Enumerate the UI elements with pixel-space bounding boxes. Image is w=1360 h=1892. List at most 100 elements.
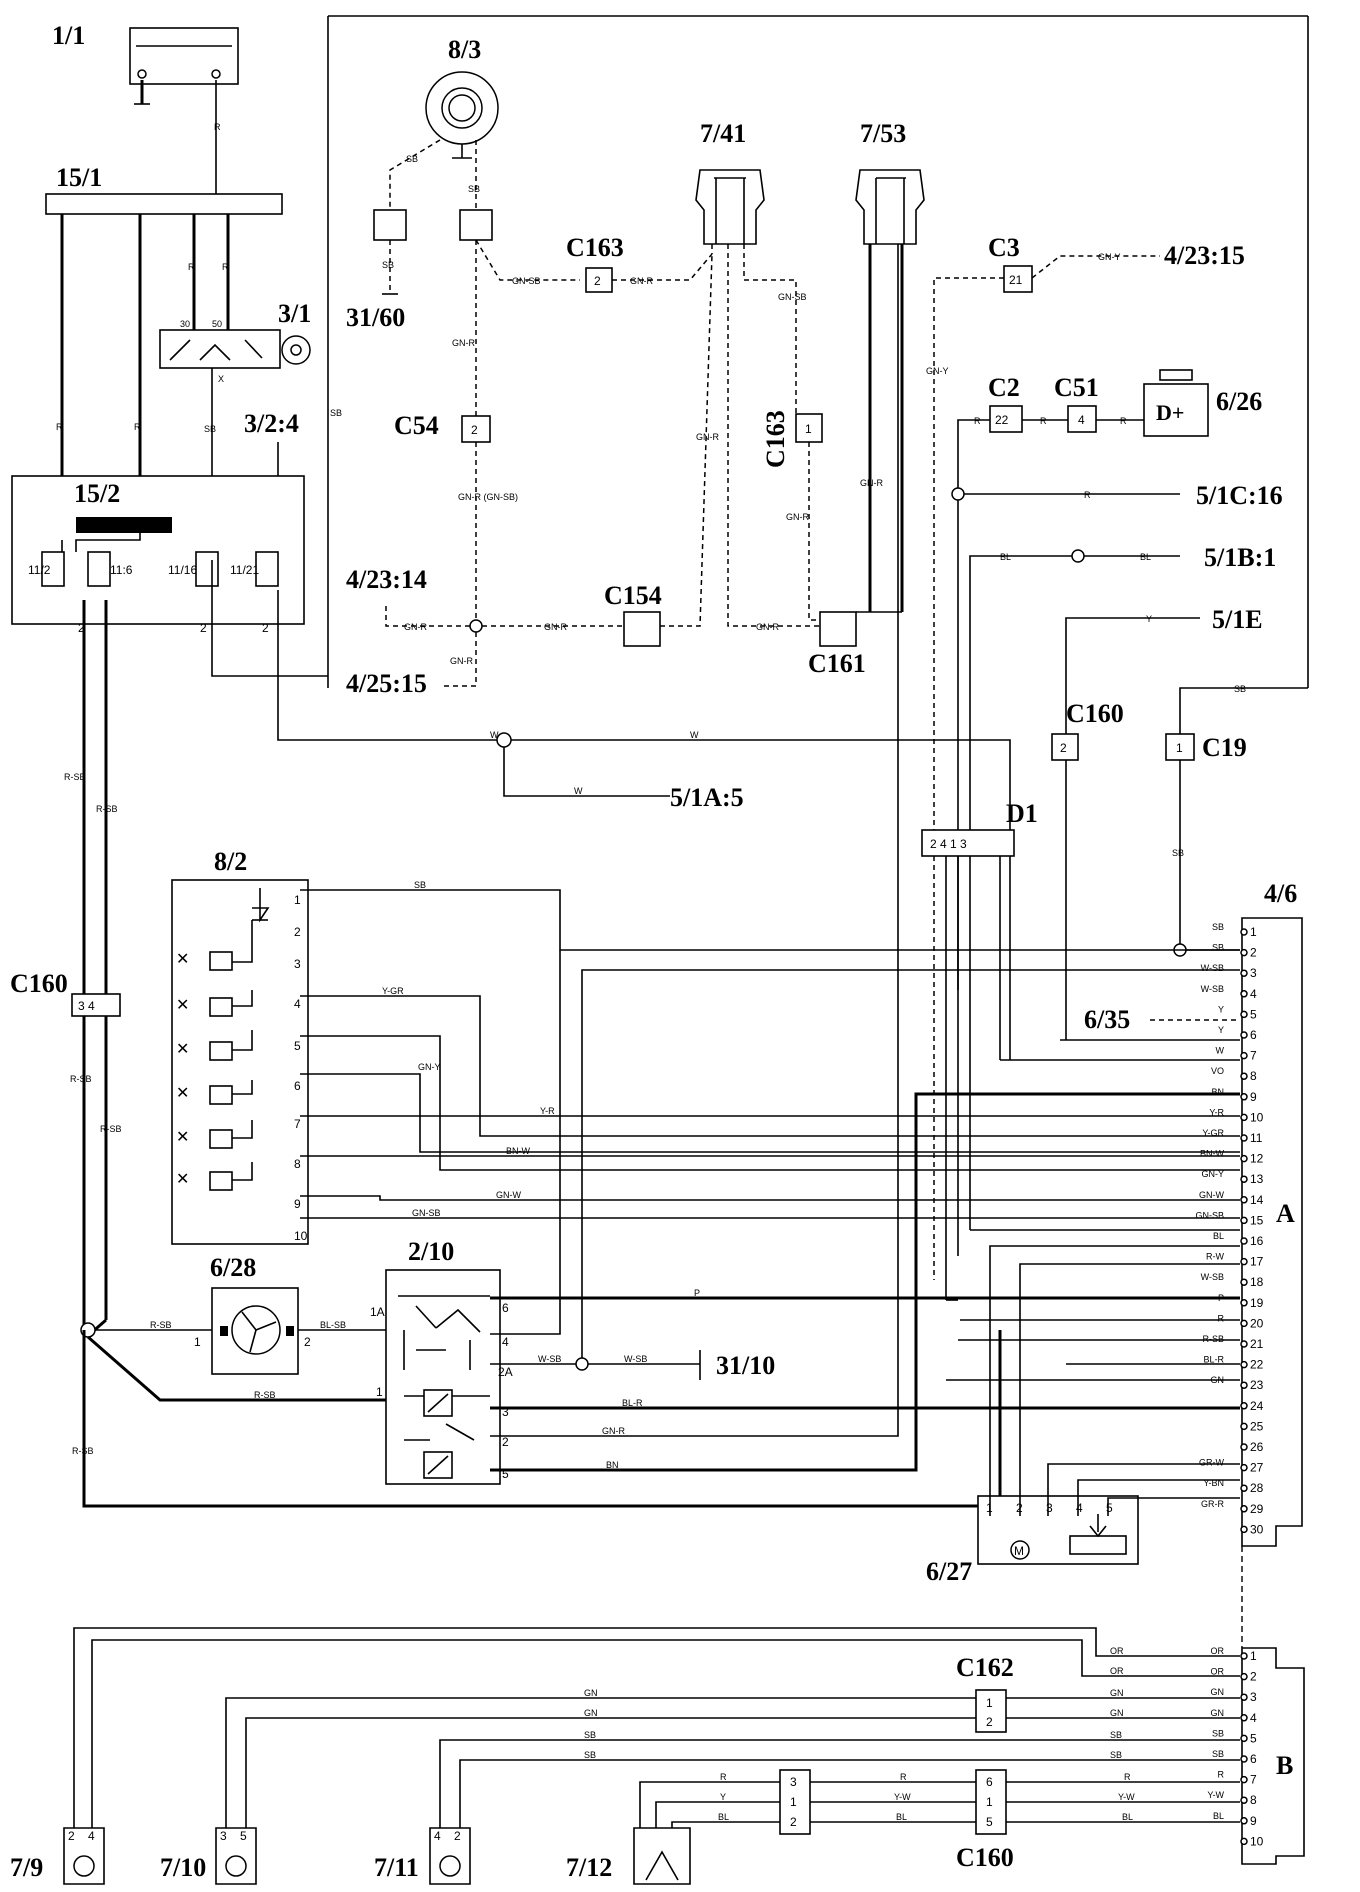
wire-label: OR bbox=[1110, 1666, 1124, 1676]
terminal-pin-dot bbox=[1240, 1652, 1248, 1660]
svg-text:✕: ✕ bbox=[176, 951, 189, 968]
terminal-pin-dot bbox=[1240, 1402, 1248, 1410]
svg-text:2: 2 bbox=[294, 925, 301, 939]
cross-ref-5-1a-5: 5/1A:5 bbox=[670, 783, 744, 812]
terminal-wire-label: SB bbox=[1212, 922, 1224, 932]
terminal-pin-number: 4 bbox=[1250, 1711, 1257, 1725]
wire-label: R bbox=[1084, 490, 1091, 500]
svg-text:6: 6 bbox=[986, 1775, 993, 1789]
module-8-2-relays: ✕ ✕ ✕ ✕ ✕ ✕ bbox=[176, 888, 270, 1191]
terminal-pin-number: 22 bbox=[1250, 1358, 1264, 1372]
terminal-pin-dot bbox=[1240, 1775, 1248, 1784]
connector-label-c163-side: C163 bbox=[761, 410, 790, 468]
terminal-wire-label: GN bbox=[1211, 1708, 1225, 1718]
terminal-pin-number: 7 bbox=[1250, 1773, 1257, 1787]
component-label-7-41: 7/41 bbox=[700, 119, 746, 148]
connector-c3 bbox=[1003, 265, 1033, 293]
wire-label: Y-GR bbox=[382, 986, 404, 996]
terminal-pin-dot bbox=[1240, 1381, 1248, 1389]
wire-label: GN-R bbox=[786, 512, 809, 522]
terminal-pin-number: 28 bbox=[1250, 1481, 1264, 1495]
svg-text:3: 3 bbox=[502, 1405, 509, 1419]
svg-text:8: 8 bbox=[294, 1157, 301, 1171]
wire-label: Y bbox=[1146, 614, 1152, 624]
section-label-a: A bbox=[1276, 1199, 1295, 1228]
component-label-1-1: 1/1 bbox=[52, 21, 85, 50]
component-label-6-26: 6/26 bbox=[1216, 387, 1262, 416]
wire-label: BL bbox=[896, 1812, 907, 1822]
terminal-wire-label: SB bbox=[1212, 943, 1224, 953]
wire-label: R-SB bbox=[254, 1390, 276, 1400]
terminal-block-b bbox=[1241, 1647, 1305, 1865]
connector-c161 bbox=[819, 611, 857, 647]
speaker-7-41 bbox=[695, 169, 765, 245]
section-label-b: B bbox=[1276, 1751, 1293, 1780]
terminal-pin-number: 25 bbox=[1250, 1419, 1264, 1433]
terminal-pin-dot bbox=[1240, 1837, 1248, 1846]
terminal-pin-dot bbox=[1240, 1319, 1248, 1328]
speaker-7-9 bbox=[63, 1827, 105, 1885]
wire-label: W-SB bbox=[538, 1354, 561, 1364]
terminal-pin-dot bbox=[1240, 1755, 1248, 1763]
svg-text:5: 5 bbox=[1106, 1501, 1113, 1515]
connector-c160-right bbox=[1051, 733, 1079, 761]
terminal-wire-label: W bbox=[1216, 1046, 1225, 1056]
terminal-wire-label: R-SB bbox=[1202, 1334, 1224, 1344]
wire-label: R bbox=[1120, 416, 1127, 426]
terminal-wire-label: VO bbox=[1211, 1066, 1224, 1076]
speaker-7-53 bbox=[855, 169, 925, 245]
svg-text:1: 1 bbox=[986, 1795, 993, 1809]
terminal-pin-dot bbox=[1240, 1525, 1248, 1534]
wire-label: GN-Y bbox=[1098, 252, 1121, 262]
ignition-switch-3-1: 30 50 X bbox=[159, 319, 311, 384]
terminal-pin-number: 7 bbox=[1250, 1049, 1257, 1063]
connector-label-c154: C154 bbox=[604, 581, 662, 610]
terminal-pin-dot bbox=[1240, 969, 1248, 977]
svg-text:2: 2 bbox=[68, 1829, 75, 1843]
terminal-pin-dot bbox=[1240, 1463, 1248, 1472]
terminal-wire-label: Y-BN bbox=[1203, 1478, 1224, 1488]
speaker-7-12 bbox=[633, 1827, 691, 1885]
terminal-wire-label: SB bbox=[1212, 1728, 1224, 1738]
svg-text:2: 2 bbox=[790, 1815, 797, 1829]
relay-2-10-pins: 1A 6 4 2A 1 3 2 5 bbox=[370, 1301, 513, 1481]
cross-ref-4-25-15: 4/25:15 bbox=[346, 669, 427, 698]
terminal-wire-label: BN bbox=[1211, 1087, 1224, 1097]
svg-text:3: 3 bbox=[294, 957, 301, 971]
terminal-wire-label: SB bbox=[1212, 1749, 1224, 1759]
svg-text:3: 3 bbox=[790, 1775, 797, 1789]
terminal-wire-label: W-SB bbox=[1201, 984, 1224, 994]
svg-text:22: 22 bbox=[995, 413, 1009, 427]
fan-6-28 bbox=[211, 1287, 299, 1375]
connector-c2 bbox=[989, 405, 1023, 433]
wire-label: R-SB bbox=[64, 772, 86, 782]
wire-label: Y-R bbox=[540, 1106, 555, 1116]
terminal-pin-number: 8 bbox=[1250, 1069, 1257, 1083]
connector-label-c19: C19 bbox=[1202, 733, 1247, 762]
svg-text:✕: ✕ bbox=[176, 997, 189, 1014]
terminal-wire-label: R bbox=[1218, 1313, 1225, 1323]
terminal-pin-dot bbox=[1240, 1693, 1248, 1701]
connector-label-c160-right: C160 bbox=[1066, 699, 1124, 728]
wire-label: P bbox=[694, 1288, 700, 1298]
terminal-pin-number: 2 bbox=[1250, 1670, 1257, 1684]
relay-2-10-internals bbox=[398, 1295, 490, 1479]
svg-text:11/21: 11/21 bbox=[230, 563, 259, 577]
wire-label: BL bbox=[718, 1812, 729, 1822]
wire-label: SB bbox=[1110, 1730, 1122, 1740]
relay-pins-15-2: 11/2 11:6 11/16 11/21 2 2 2 bbox=[28, 551, 279, 635]
wire-label: SB bbox=[584, 1730, 596, 1740]
svg-text:1: 1 bbox=[805, 422, 812, 436]
wire-label: R bbox=[222, 262, 229, 272]
connector-label-c160-left: C160 bbox=[10, 969, 68, 998]
cross-ref-31-10: 31/10 bbox=[716, 1351, 775, 1380]
terminal-pin-dot bbox=[1240, 1734, 1248, 1743]
terminal-pin-number: 5 bbox=[1250, 1007, 1257, 1021]
terminal-pin-number: 29 bbox=[1250, 1502, 1264, 1516]
terminal-wire-label: GR-W bbox=[1199, 1458, 1224, 1468]
wire-label: GN-R bbox=[452, 338, 475, 348]
svg-text:4: 4 bbox=[1078, 413, 1085, 427]
module-8-2 bbox=[171, 879, 309, 1245]
terminal-pin-number: 13 bbox=[1250, 1172, 1264, 1186]
svg-text:11/16: 11/16 bbox=[168, 563, 197, 577]
